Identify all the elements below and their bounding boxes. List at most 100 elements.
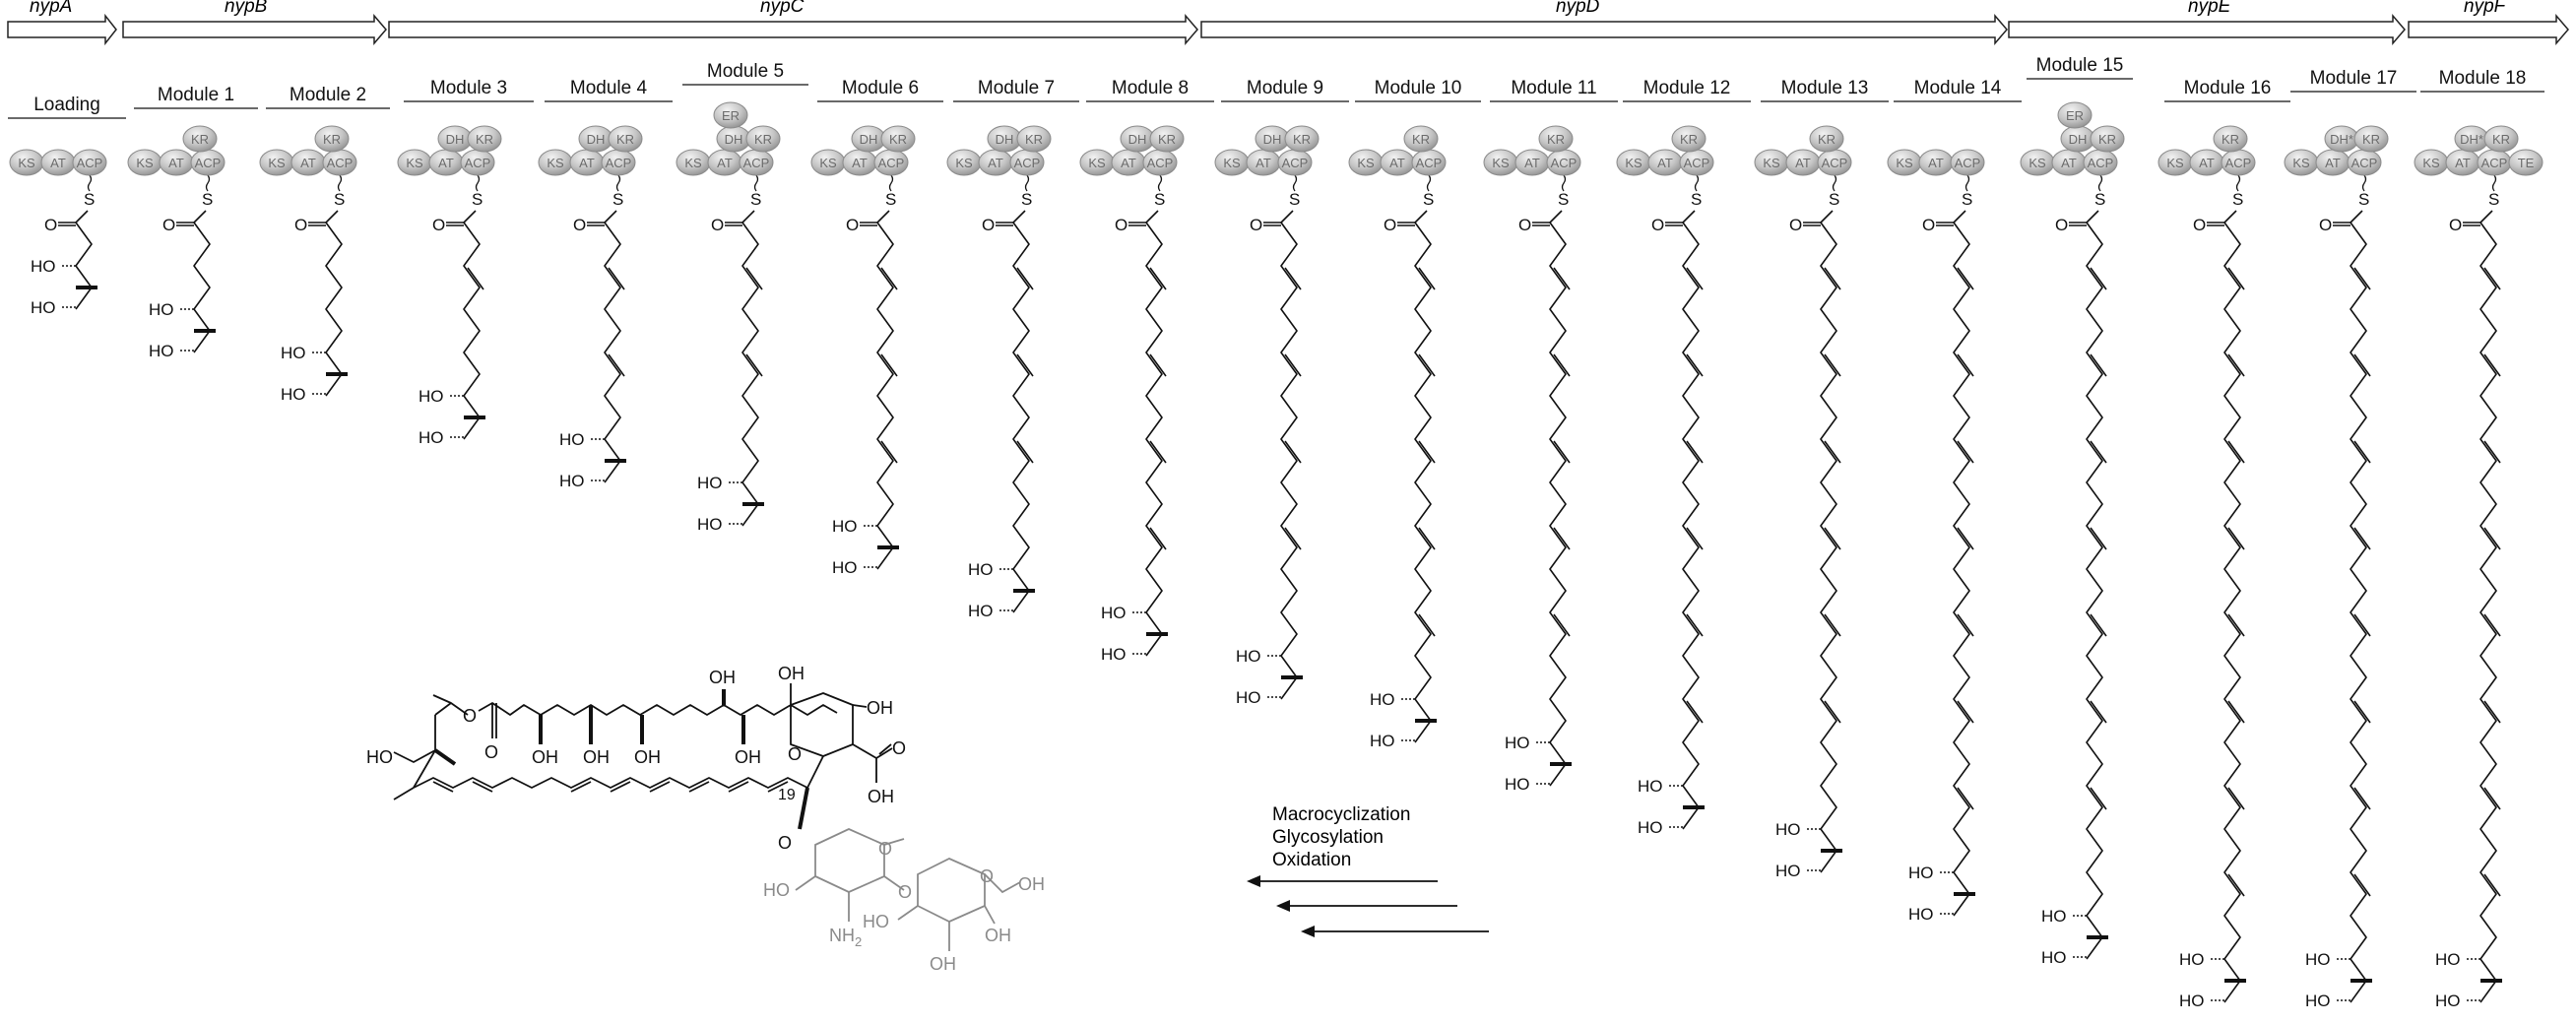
polyketide-chain [1803, 210, 1842, 873]
domain-dh: DH [987, 125, 1022, 153]
domain-acp: ACP [1411, 149, 1447, 176]
domain-kr: KR [1284, 125, 1320, 153]
gene-label-nypE: nypE [2188, 0, 2231, 17]
gene-arrows: nypA nypB nypC nypD nypE nypF [7, 0, 2569, 46]
domain-label: KR [1025, 132, 1043, 147]
domain-label: AT [1928, 156, 1944, 170]
domain-label: ACP [2225, 156, 2252, 170]
thioester-s: S [334, 190, 345, 209]
hydroxyl-label: HO [1505, 775, 1530, 794]
domain-label: AT [717, 156, 733, 170]
domain-acp: ACP [72, 149, 107, 176]
thioester-s: S [1691, 190, 1702, 209]
hydroxyl-label: HO [419, 387, 444, 406]
polyketide-chain [308, 210, 348, 397]
domain-at: AT [1514, 149, 1550, 176]
domain-ks: KS [2414, 149, 2449, 176]
domain-ks: KS [2020, 149, 2055, 176]
domain-label: ACP [878, 156, 905, 170]
domain-label: KR [1158, 132, 1176, 147]
domain-label: AT [2199, 156, 2215, 170]
domain-label: KS [136, 156, 154, 170]
sugar-ring-o: O [878, 839, 892, 859]
hydroxyl-label: HO [1101, 645, 1127, 664]
sugar-link-o: O [898, 882, 912, 902]
carbonyl-o: O [1651, 216, 1664, 234]
domain-acp: ACP [739, 149, 774, 176]
domain-label: AT [852, 156, 868, 170]
hydroxyl-label: HO [2305, 950, 2331, 969]
domain-kr: KR [2483, 125, 2519, 153]
carbonyl-o: O [2193, 216, 2206, 234]
domain-label: ACP [1684, 156, 1710, 170]
hydroxyl-label: HO [1370, 690, 1395, 709]
domain-kr: KR [182, 125, 218, 153]
domain-ks: KS [538, 149, 573, 176]
domain-acp: ACP [2347, 149, 2382, 176]
domain-acp: ACP [2221, 149, 2256, 176]
carbonyl-o: O [2055, 216, 2068, 234]
domain-ks: KS [946, 149, 982, 176]
thioester-s: S [1962, 190, 1972, 209]
thioester-s: S [1154, 190, 1165, 209]
domain-label: ACP [327, 156, 354, 170]
domain-at: AT [1246, 149, 1281, 176]
hydroxyl-label: HO [31, 257, 56, 276]
thioester-s: S [84, 190, 95, 209]
carbonyl-o: O [573, 216, 586, 234]
domain-label: ACP [1147, 156, 1174, 170]
hydroxyl-label: HO [2435, 950, 2461, 969]
module-header: Module 15 [2036, 55, 2124, 76]
polyketide-chain [2463, 210, 2502, 1003]
thioester-s: S [1021, 190, 1032, 209]
domain-label: KR [323, 132, 341, 147]
domain-label: AT [1256, 156, 1271, 170]
module-header: Module 13 [1781, 78, 1869, 98]
domain-at: AT [2445, 149, 2480, 176]
domain-label: DH [1128, 132, 1147, 147]
polyketide-chain [2333, 210, 2372, 1003]
hydroxyl-label: HO [419, 428, 444, 447]
domain-at: AT [290, 149, 326, 176]
domain-label: ACP [465, 156, 491, 170]
domain-label: KR [1547, 132, 1565, 147]
domain-at: AT [1380, 149, 1415, 176]
domain-acp: ACP [873, 149, 909, 176]
gene-label-nypF: nypF [2464, 0, 2507, 17]
product-ester-o: O [463, 706, 477, 726]
domain-kr: KR [314, 125, 350, 153]
domain-kr: KR [1671, 125, 1707, 153]
domain-label: DH [587, 132, 606, 147]
domain-label: DH [996, 132, 1014, 147]
domain-label: DH [860, 132, 878, 147]
module-header: Module 16 [2184, 78, 2272, 98]
module-header: Module 1 [158, 85, 234, 105]
domain-at: AT [2051, 149, 2087, 176]
domain-acp: ACP [1142, 149, 1178, 176]
product-cooh-oh: OH [868, 787, 894, 806]
domain-label: ACP [1416, 156, 1443, 170]
hydroxyl-label: HO [697, 474, 723, 492]
final-product-structure: O O OH OH OH OH OH OH OH O OH O HO [366, 664, 906, 853]
domain-acp: ACP [460, 149, 495, 176]
domain-label: KS [18, 156, 35, 170]
domain-kr: KR [880, 125, 916, 153]
domain-label: ACP [1551, 156, 1578, 170]
domain-label: AT [579, 156, 595, 170]
domain-label: KS [1492, 156, 1510, 170]
domain-label: AT [300, 156, 316, 170]
carbonyl-o: O [711, 216, 724, 234]
product-oh-3: OH [634, 747, 661, 767]
module-header: Module 12 [1643, 78, 1731, 98]
step-macrocyclization: Macrocyclization [1272, 804, 1410, 825]
thioester-s: S [1829, 190, 1839, 209]
gene-label-nypA: nypA [30, 0, 72, 17]
hydroxyl-label: HO [1908, 864, 1934, 882]
carbonyl-o: O [432, 216, 445, 234]
carbonyl-o: O [2319, 216, 2332, 234]
module-header: Module 8 [1112, 78, 1189, 98]
